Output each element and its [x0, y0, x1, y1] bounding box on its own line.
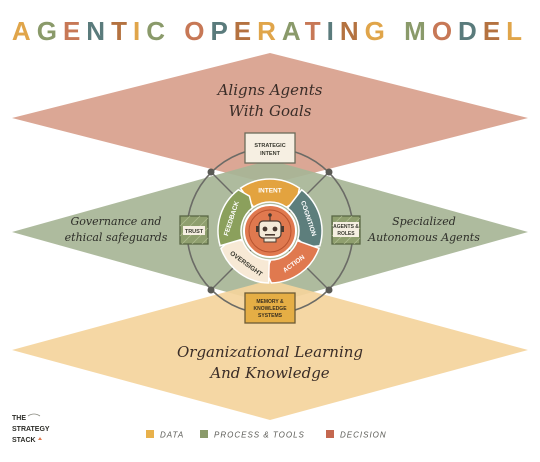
bottom-layer-label-line1: Organizational Learning: [177, 343, 363, 361]
memory-line2: KNOWLEDGE: [253, 306, 287, 312]
orbit-nodes: [207, 168, 333, 294]
cycle-segment-intent: [239, 178, 301, 209]
logo-line2: STRATEGY: [12, 426, 50, 433]
cycle-segment-cognition: [286, 188, 323, 248]
cycle-label-intent: INTENT: [258, 188, 282, 195]
strategy-stack-logo: THE STRATEGY STACK: [12, 413, 50, 444]
memory-knowledge-box: MEMORY & KNOWLEDGE SYSTEMS: [244, 292, 296, 324]
strategic-intent-line1: STRATEGIC: [254, 143, 285, 149]
data-layer: [12, 280, 528, 420]
decision-layer: [12, 53, 528, 184]
legend-swatch-1: [200, 430, 208, 438]
agents-roles-line2: ROLES: [337, 231, 355, 237]
governance-label-line2: ethical safeguards: [65, 231, 168, 244]
page-title: AGENTIC OPERATING MODEL: [12, 16, 528, 46]
legend-label-2: DECISION: [340, 431, 387, 440]
logo-line3: STACK: [12, 437, 36, 444]
bottom-layer-label-line2: And Knowledge: [208, 364, 329, 382]
top-layer-label-line2: With Goals: [229, 102, 312, 120]
top-layer-label-line1: Aligns Agents: [216, 81, 323, 99]
logo-line1: THE: [12, 415, 26, 422]
legend-label-1: PROCESS & TOOLS: [214, 431, 305, 440]
legend-swatch-2: [326, 430, 334, 438]
agents-label-line1: Specialized: [392, 215, 456, 228]
strategic-intent-box: STRATEGIC INTENT: [244, 132, 296, 164]
memory-line1: MEMORY &: [256, 299, 284, 305]
trust-box: TRUST: [179, 215, 209, 245]
cycle-center-ring: [248, 209, 292, 253]
cycle-segment-oversight: [220, 238, 271, 284]
robot-head-icon: [256, 213, 284, 243]
trust-label: TRUST: [185, 229, 204, 235]
memory-line3: SYSTEMS: [258, 313, 283, 319]
governance-label-line1: Governance and: [71, 215, 162, 228]
legend-swatch-0: [146, 430, 154, 438]
cycle-segment-action: [265, 239, 320, 284]
agents-roles-line1: AGENTS &: [333, 224, 359, 230]
agents-label-line2: Autonomous Agents: [367, 231, 480, 244]
strategic-intent-line2: INTENT: [260, 151, 281, 157]
legend-label-0: DATA: [160, 431, 184, 440]
cycle-segment-feedback: [217, 188, 254, 247]
legend: DATA PROCESS & TOOLS DECISION: [146, 430, 387, 440]
agents-roles-box: AGENTS & ROLES: [331, 215, 361, 245]
